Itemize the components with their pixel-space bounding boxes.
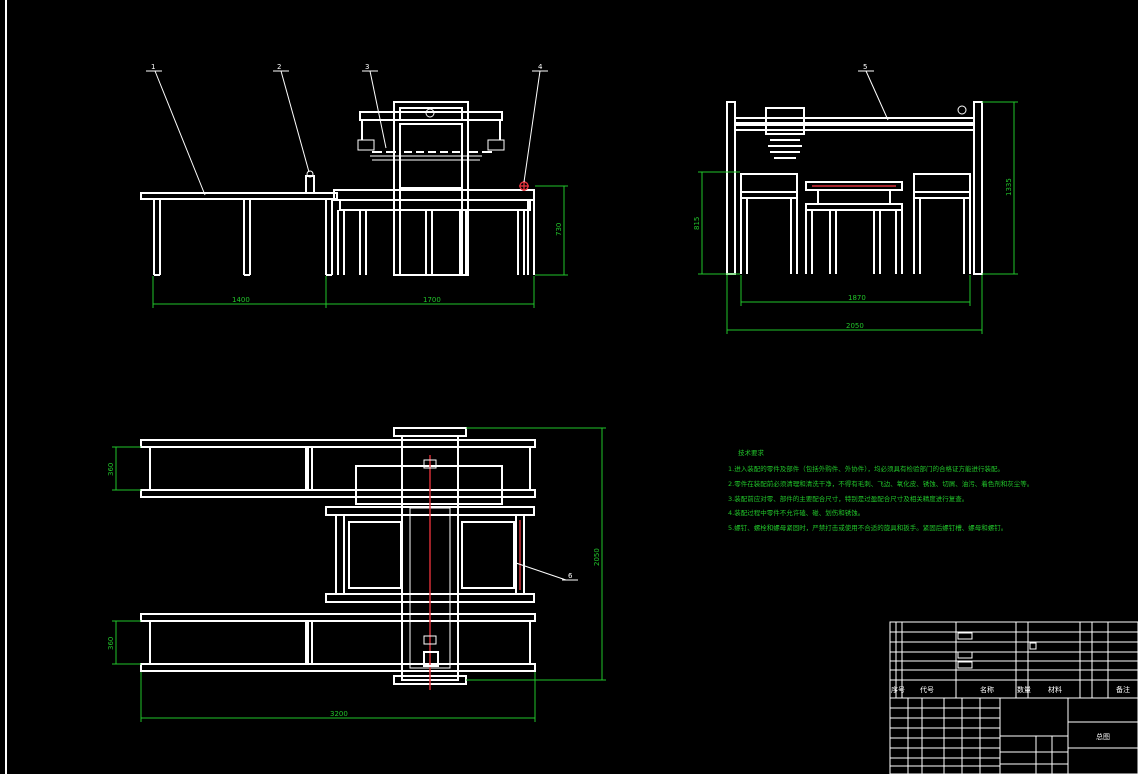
note-1: 1.进入装配的零件及部件（包括外购件、外协件），均必须具有检验部门的合格证方能进… <box>728 464 1004 473</box>
dim-front-730: 730 <box>555 223 563 236</box>
tb-col-material: 材料 <box>1048 685 1062 694</box>
dim-side-1870: 1870 <box>848 294 866 302</box>
note-3: 3.装配前应对零、部件的主要配合尺寸，特别是过盈配合尺寸及相关精度进行复查。 <box>728 494 968 503</box>
dim-front-1400: 1400 <box>232 296 250 304</box>
dim-side-815: 815 <box>693 217 701 230</box>
note-5: 5.螺钉、螺栓和螺母紧固时，严禁打击或使用不合适的旋具和扳手。紧固后螺钉槽、螺母… <box>728 523 1007 532</box>
balloon-1: 1 <box>151 63 155 71</box>
dim-plan-2050: 2050 <box>593 548 601 566</box>
balloon-4: 4 <box>538 63 543 71</box>
dim-side-1335: 1335 <box>1005 178 1013 196</box>
balloon-3: 3 <box>365 63 369 71</box>
side-view: 5 815 1335 1870 2050 <box>693 63 1018 334</box>
notes-title: 技术要求 <box>738 448 765 457</box>
front-view: 1 2 3 4 1400 1700 730 <box>140 63 568 308</box>
plan-view: 6 360 360 2050 3200 <box>107 427 606 722</box>
dim-front-1700: 1700 <box>423 296 441 304</box>
title-block: 序号 代号 名称 数量 材料 备注 总图 <box>889 621 1138 774</box>
technical-notes: 技术要求 1.进入装配的零件及部件（包括外购件、外协件），均必须具有检验部门的合… <box>728 448 1033 532</box>
balloon-5: 5 <box>863 63 867 71</box>
tb-col-code: 代号 <box>920 685 934 694</box>
note-4: 4.装配过程中零件不允许磕、碰、划伤和锈蚀。 <box>728 508 864 517</box>
dim-plan-360-bottom: 360 <box>107 637 115 650</box>
tb-col-qty: 数量 <box>1017 685 1031 694</box>
dim-side-2050: 2050 <box>846 322 864 330</box>
balloon-2: 2 <box>277 63 281 71</box>
note-2: 2.零件在装配前必须清理和清洗干净，不得有毛刺、飞边、氧化皮、锈蚀、切屑、油污、… <box>728 479 1033 488</box>
tb-drawing-title: 总图 <box>1096 732 1110 741</box>
machine-base-top <box>333 189 535 201</box>
tb-col-seq: 序号 <box>891 685 905 694</box>
side-head <box>765 107 805 135</box>
dim-plan-3200: 3200 <box>330 710 348 718</box>
left-table-top <box>140 192 338 200</box>
suction-cups <box>357 108 505 161</box>
tb-col-remark: 备注 <box>1116 685 1130 694</box>
tb-col-name: 名称 <box>980 685 994 694</box>
balloon-6: 6 <box>568 572 573 580</box>
gantry-frame <box>393 101 469 276</box>
dim-plan-360-top: 360 <box>107 463 115 476</box>
